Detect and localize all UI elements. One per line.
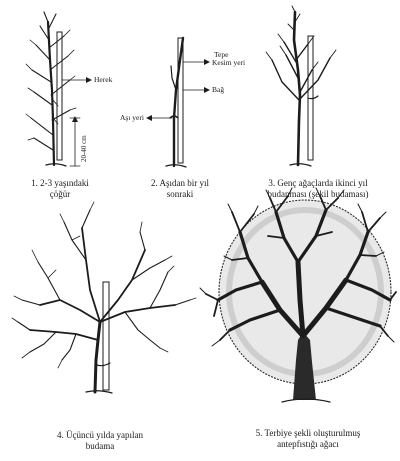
stake-4: [102, 281, 110, 391]
caption-1-line1: 1. 2-3 yaşındaki: [31, 178, 89, 188]
stake-2: [177, 37, 184, 164]
asi-yeri-label: Aşı yeri: [120, 113, 144, 122]
panel-5-trained-tree-drawing: [199, 187, 397, 403]
caption-3-line1: 3. Genç ağaçlarda ikinci yıl: [268, 178, 368, 188]
height-label: 20-40 cm: [80, 135, 88, 162]
kesim-yeri-label: Kesim yeri: [212, 58, 246, 67]
caption-1: 1. 2-3 yaşındaki çöğür: [10, 178, 110, 200]
panel-3-young-tree-drawing: [265, 5, 337, 167]
panel-2-grafted-drawing: [165, 36, 187, 168]
caption-5-line2: antepfıstığı ağacı: [277, 439, 339, 449]
caption-5: 5. Terbiye şekli oluşturulmuş antepfıstı…: [228, 428, 388, 450]
caption-2-line2: sonraki: [166, 189, 194, 199]
caption-4-line1: 4. Üçüncü yılda yapılan: [57, 430, 143, 440]
caption-3: 3. Genç ağaçlarda ikinci yıl budanması (…: [243, 178, 393, 200]
caption-2-line1: 2. Aşıdan bir yıl: [151, 178, 209, 188]
caption-4: 4. Üçüncü yılda yapılan budama: [30, 430, 170, 452]
caption-4-line2: budama: [85, 441, 115, 451]
caption-5-line1: 5. Terbiye şekli oluşturulmuş: [255, 428, 361, 438]
tepe-label: Tepe: [214, 50, 229, 59]
caption-3-line2: budanması (şekil budaması): [267, 189, 369, 199]
panel-1-seedling-drawing: [25, 11, 77, 167]
caption-2: 2. Aşıdan bir yıl sonraki: [130, 178, 230, 200]
bag-label: Bağ: [212, 85, 225, 94]
caption-1-line2: çöğür: [49, 189, 71, 199]
canopy-outline: [218, 199, 392, 385]
panel-4-third-year-drawing: [11, 201, 197, 394]
stake-1: [56, 31, 63, 161]
height-measure: [69, 117, 81, 167]
herek-label: Herek: [94, 75, 113, 84]
